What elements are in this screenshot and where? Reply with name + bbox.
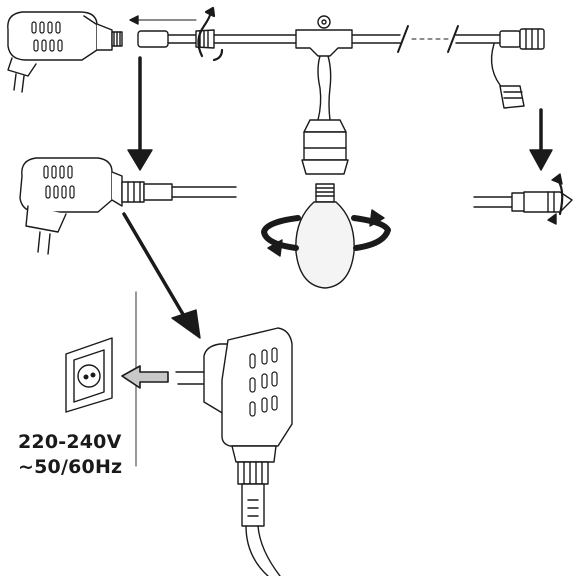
down-arrow-right <box>529 108 553 171</box>
power-rating-label: 220-240V ~50/60Hz <box>18 430 122 480</box>
transformer-plug-icon <box>175 327 293 576</box>
rotate-bulb-icon <box>261 209 391 257</box>
diagonal-arrow <box>122 212 201 339</box>
down-arrow-left <box>127 56 153 171</box>
pendant-wire <box>317 55 332 121</box>
connector-male <box>111 31 123 47</box>
transformer-middle-icon <box>19 157 237 255</box>
vent-slots <box>31 21 63 52</box>
transformer-top-icon <box>7 11 123 93</box>
rotate-connector-icon <box>197 6 224 62</box>
voltage-text: 220-240V <box>18 431 122 453</box>
bulb-icon <box>295 183 355 289</box>
insert-arrow-icon <box>121 365 169 389</box>
disconnect-arrow-icon <box>129 15 197 25</box>
socket-icon <box>65 337 113 413</box>
end-cap-icon <box>490 43 525 109</box>
lamp-holder <box>301 119 349 175</box>
end-cap-connected-icon <box>473 173 573 225</box>
frequency-text: ~50/60Hz <box>18 456 123 478</box>
